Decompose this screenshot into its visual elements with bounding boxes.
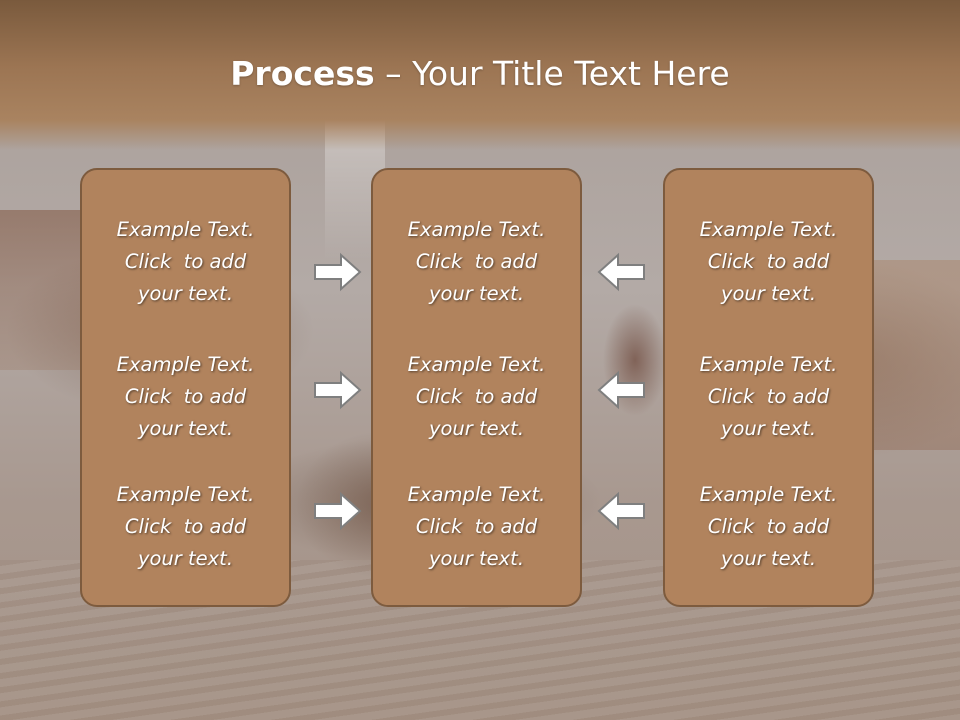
text-line: Click to add xyxy=(707,250,830,273)
text-line: Example Text. xyxy=(699,218,838,241)
text-line: Click to add xyxy=(124,250,247,273)
arrow-right-icon xyxy=(314,252,362,292)
text-line: Example Text. xyxy=(407,353,546,376)
text-block[interactable]: Example Text. Click to add your text. xyxy=(82,214,289,310)
slide-title[interactable]: Process – Your Title Text Here xyxy=(0,52,960,96)
text-block[interactable]: Example Text. Click to add your text. xyxy=(373,479,580,575)
slide-title-bold: Process xyxy=(230,54,375,93)
background-books-right xyxy=(870,260,960,450)
text-block[interactable]: Example Text. Click to add your text. xyxy=(82,479,289,575)
text-block[interactable]: Example Text. Click to add your text. xyxy=(665,349,872,445)
text-line: Click to add xyxy=(124,515,247,538)
arrow-right-icon xyxy=(314,370,362,410)
text-block[interactable]: Example Text. Click to add your text. xyxy=(665,479,872,575)
arrow-left-icon xyxy=(597,370,645,410)
text-line: Example Text. xyxy=(116,483,255,506)
text-line: your text. xyxy=(137,282,234,305)
text-line: Click to add xyxy=(415,250,538,273)
text-line: your text. xyxy=(428,547,525,570)
text-line: Click to add xyxy=(124,385,247,408)
text-line: your text. xyxy=(137,417,234,440)
text-block[interactable]: Example Text. Click to add your text. xyxy=(665,214,872,310)
text-line: your text. xyxy=(720,417,817,440)
text-line: Example Text. xyxy=(699,353,838,376)
text-line: your text. xyxy=(428,417,525,440)
text-line: Example Text. xyxy=(699,483,838,506)
text-block[interactable]: Example Text. Click to add your text. xyxy=(82,349,289,445)
text-line: your text. xyxy=(137,547,234,570)
text-line: Example Text. xyxy=(116,353,255,376)
slide-title-rest: – Your Title Text Here xyxy=(374,54,730,93)
arrow-left-icon xyxy=(597,491,645,531)
text-line: Click to add xyxy=(707,385,830,408)
text-line: your text. xyxy=(720,547,817,570)
text-line: Example Text. xyxy=(116,218,255,241)
text-line: your text. xyxy=(720,282,817,305)
text-line: your text. xyxy=(428,282,525,305)
text-block[interactable]: Example Text. Click to add your text. xyxy=(373,214,580,310)
text-line: Click to add xyxy=(415,515,538,538)
text-panel-left[interactable]: Example Text. Click to add your text. Ex… xyxy=(80,168,291,607)
title-band xyxy=(0,0,960,150)
text-panel-right[interactable]: Example Text. Click to add your text. Ex… xyxy=(663,168,874,607)
text-panel-middle[interactable]: Example Text. Click to add your text. Ex… xyxy=(371,168,582,607)
text-block[interactable]: Example Text. Click to add your text. xyxy=(373,349,580,445)
arrow-right-icon xyxy=(314,491,362,531)
text-line: Example Text. xyxy=(407,218,546,241)
text-line: Example Text. xyxy=(407,483,546,506)
text-line: Click to add xyxy=(707,515,830,538)
text-line: Click to add xyxy=(415,385,538,408)
arrow-left-icon xyxy=(597,252,645,292)
